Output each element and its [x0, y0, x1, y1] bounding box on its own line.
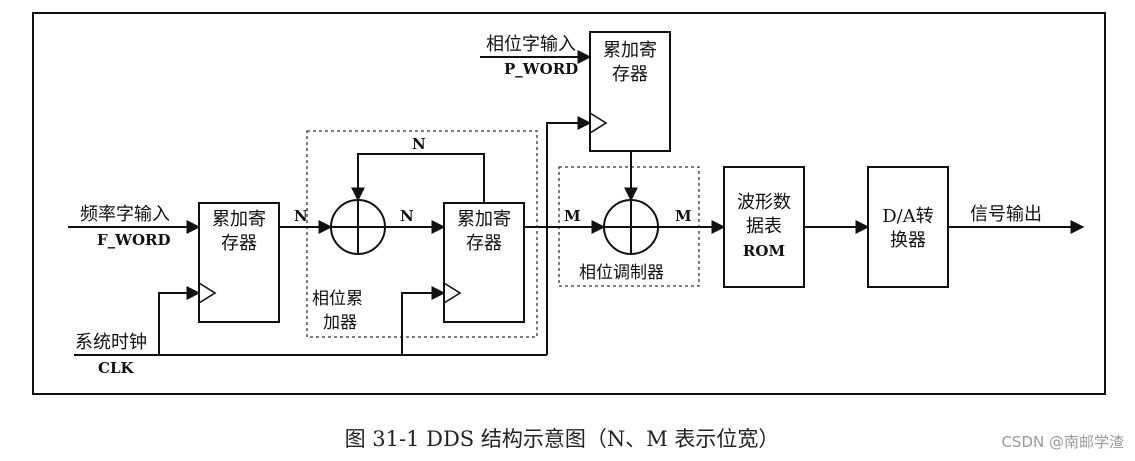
n-label-feedback: N	[412, 135, 426, 153]
reg2-label-line1: 累加寄	[457, 209, 511, 230]
phase-accumulator-group	[306, 130, 538, 338]
modulator-label: 相位调制器	[579, 263, 664, 283]
diagram-frame	[32, 12, 1106, 395]
rom-label-line1: 波形数	[737, 192, 791, 213]
phase-input-label: 相位字输入	[486, 34, 576, 55]
accumulator-register-input	[198, 202, 280, 323]
signal-output-label: 信号输出	[970, 204, 1042, 225]
m-label-in: M	[564, 207, 581, 225]
reg2-label-line2: 存器	[466, 233, 502, 254]
reg1-label-line2: 存器	[221, 233, 257, 254]
clk-label: CLK	[98, 359, 134, 377]
reg3-label-line1: 累加寄	[603, 40, 657, 61]
rom-label-line2: 据表	[746, 216, 782, 237]
n-label-sum: N	[400, 207, 414, 225]
accumulator-register-loop	[443, 202, 525, 323]
dac-label-line2: 换器	[890, 230, 926, 251]
phase-word-label: P_WORD	[504, 60, 578, 78]
system-clock-label: 系统时钟	[75, 332, 147, 353]
reg3-label-line2: 存器	[612, 64, 648, 85]
signal-lines	[68, 50, 1085, 356]
freq-input-label: 频率字输入	[80, 204, 170, 225]
dac-block	[867, 166, 949, 288]
figure-caption: 图 31-1 DDS 结构示意图（N、M 表示位宽）	[345, 427, 780, 451]
adder-modulator	[603, 199, 659, 255]
accumulator-label-line2: 加器	[323, 313, 357, 333]
n-label-input: N	[294, 207, 308, 225]
csdn-watermark: CSDN @南邮学渣	[1001, 433, 1124, 451]
adder-accumulator	[330, 199, 386, 255]
dac-label-line1: D/A转	[882, 206, 934, 227]
m-label-out: M	[675, 207, 692, 225]
freq-word-label: F_WORD	[97, 231, 171, 249]
reg1-label-line1: 累加寄	[212, 209, 266, 230]
rom-label-line3: ROM	[743, 242, 785, 260]
accumulator-register-phase	[589, 31, 671, 152]
waveform-rom	[723, 166, 805, 288]
accumulator-label-line1: 相位累	[312, 289, 363, 309]
